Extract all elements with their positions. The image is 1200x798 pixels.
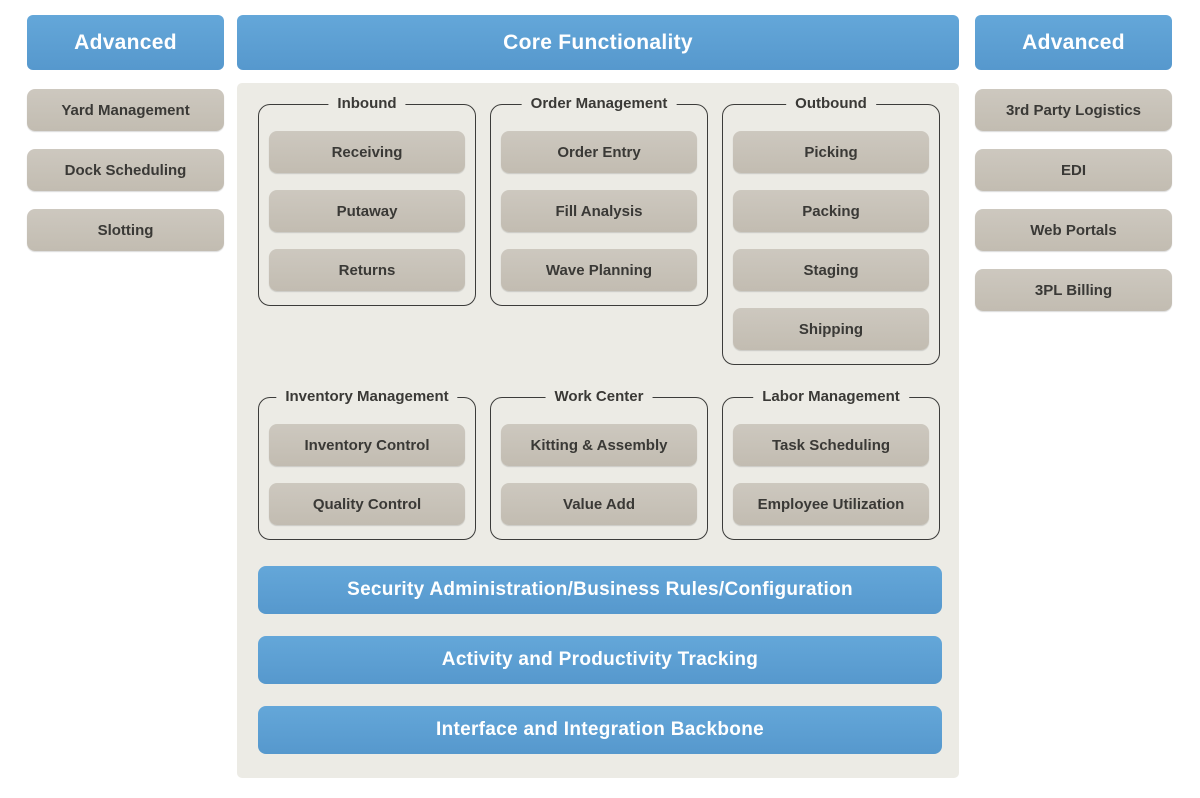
- inbound-group-title: Inbound: [328, 95, 406, 112]
- labor-management-group: Labor Management Task Scheduling Employe…: [722, 388, 940, 540]
- dock-scheduling-label: Dock Scheduling: [64, 161, 187, 179]
- yard-management-label: Yard Management: [61, 101, 190, 119]
- returns-block: Returns: [269, 249, 465, 291]
- advanced-right-header-label: Advanced: [1022, 30, 1125, 54]
- third-party-logistics-block: 3rd Party Logistics: [975, 89, 1172, 131]
- activity-productivity-tracking-bar-label: Activity and Productivity Tracking: [441, 649, 759, 670]
- value-add-block: Value Add: [501, 483, 697, 525]
- edi-block: EDI: [975, 149, 1172, 191]
- interface-integration-backbone-bar: Interface and Integration Backbone: [258, 706, 942, 754]
- picking-block: Picking: [733, 131, 929, 173]
- task-scheduling-label: Task Scheduling: [771, 436, 891, 454]
- inventory-control-label: Inventory Control: [304, 436, 430, 454]
- kitting-assembly-block: Kitting & Assembly: [501, 424, 697, 466]
- putaway-label: Putaway: [336, 202, 398, 220]
- work-center-group: Work Center Kitting & Assembly Value Add: [490, 388, 708, 540]
- work-center-group-items: Kitting & Assembly Value Add: [501, 424, 697, 525]
- slotting-block: Slotting: [27, 209, 224, 251]
- labor-management-group-items: Task Scheduling Employee Utilization: [733, 424, 929, 525]
- dock-scheduling-block: Dock Scheduling: [27, 149, 224, 191]
- receiving-block: Receiving: [269, 131, 465, 173]
- labor-management-group-title: Labor Management: [753, 388, 909, 405]
- kitting-assembly-label: Kitting & Assembly: [530, 436, 668, 454]
- packing-label: Packing: [802, 202, 860, 220]
- task-scheduling-block: Task Scheduling: [733, 424, 929, 466]
- wave-planning-block: Wave Planning: [501, 249, 697, 291]
- yard-management-block: Yard Management: [27, 89, 224, 131]
- quality-control-label: Quality Control: [312, 495, 422, 513]
- receiving-label: Receiving: [331, 143, 403, 161]
- wave-planning-label: Wave Planning: [545, 261, 653, 279]
- inventory-management-group-items: Inventory Control Quality Control: [269, 424, 465, 525]
- outbound-group-title: Outbound: [786, 95, 876, 112]
- inventory-control-block: Inventory Control: [269, 424, 465, 466]
- core-functionality-header-label: Core Functionality: [503, 30, 693, 54]
- employee-utilization-block: Employee Utilization: [733, 483, 929, 525]
- order-management-group: Order Management Order Entry Fill Analys…: [490, 95, 708, 306]
- third-party-logistics-label: 3rd Party Logistics: [1005, 101, 1142, 119]
- picking-label: Picking: [804, 143, 858, 161]
- interface-integration-backbone-bar-label: Interface and Integration Backbone: [436, 719, 764, 740]
- order-entry-block: Order Entry: [501, 131, 697, 173]
- putaway-block: Putaway: [269, 190, 465, 232]
- packing-block: Packing: [733, 190, 929, 232]
- inbound-group: Inbound Receiving Putaway Returns: [258, 95, 476, 306]
- advanced-left-header: Advanced: [27, 15, 224, 70]
- returns-label: Returns: [338, 261, 396, 279]
- outbound-group: Outbound Picking Packing Staging Shippin…: [722, 95, 940, 365]
- staging-label: Staging: [803, 261, 859, 279]
- web-portals-label: Web Portals: [1030, 221, 1117, 239]
- value-add-label: Value Add: [563, 495, 635, 513]
- activity-productivity-tracking-bar: Activity and Productivity Tracking: [258, 636, 942, 684]
- shipping-block: Shipping: [733, 308, 929, 350]
- employee-utilization-label: Employee Utilization: [757, 495, 905, 513]
- slotting-label: Slotting: [97, 221, 154, 239]
- core-functionality-panel: Inbound Receiving Putaway Returns Order …: [237, 83, 959, 778]
- security-administration-bar: Security Administration/Business Rules/C…: [258, 566, 942, 614]
- quality-control-block: Quality Control: [269, 483, 465, 525]
- staging-block: Staging: [733, 249, 929, 291]
- advanced-right-column: 3rd Party Logistics EDI Web Portals 3PL …: [975, 89, 1172, 311]
- web-portals-block: Web Portals: [975, 209, 1172, 251]
- outbound-group-items: Picking Packing Staging Shipping: [733, 131, 929, 350]
- order-management-group-title: Order Management: [521, 95, 677, 112]
- advanced-right-header: Advanced: [975, 15, 1172, 70]
- threepl-billing-label: 3PL Billing: [1034, 281, 1113, 299]
- security-administration-bar-label: Security Administration/Business Rules/C…: [347, 579, 853, 600]
- shipping-label: Shipping: [798, 320, 864, 338]
- inventory-management-group-title: Inventory Management: [276, 388, 458, 405]
- fill-analysis-label: Fill Analysis: [555, 202, 643, 220]
- order-entry-label: Order Entry: [557, 143, 641, 161]
- inventory-management-group: Inventory Management Inventory Control Q…: [258, 388, 476, 540]
- fill-analysis-block: Fill Analysis: [501, 190, 697, 232]
- advanced-left-column: Yard Management Dock Scheduling Slotting: [27, 89, 224, 251]
- order-management-group-items: Order Entry Fill Analysis Wave Planning: [501, 131, 697, 291]
- core-functionality-header: Core Functionality: [237, 15, 959, 70]
- inbound-group-items: Receiving Putaway Returns: [269, 131, 465, 291]
- edi-label: EDI: [1060, 161, 1086, 179]
- threepl-billing-block: 3PL Billing: [975, 269, 1172, 311]
- work-center-group-title: Work Center: [545, 388, 653, 405]
- advanced-left-header-label: Advanced: [74, 30, 177, 54]
